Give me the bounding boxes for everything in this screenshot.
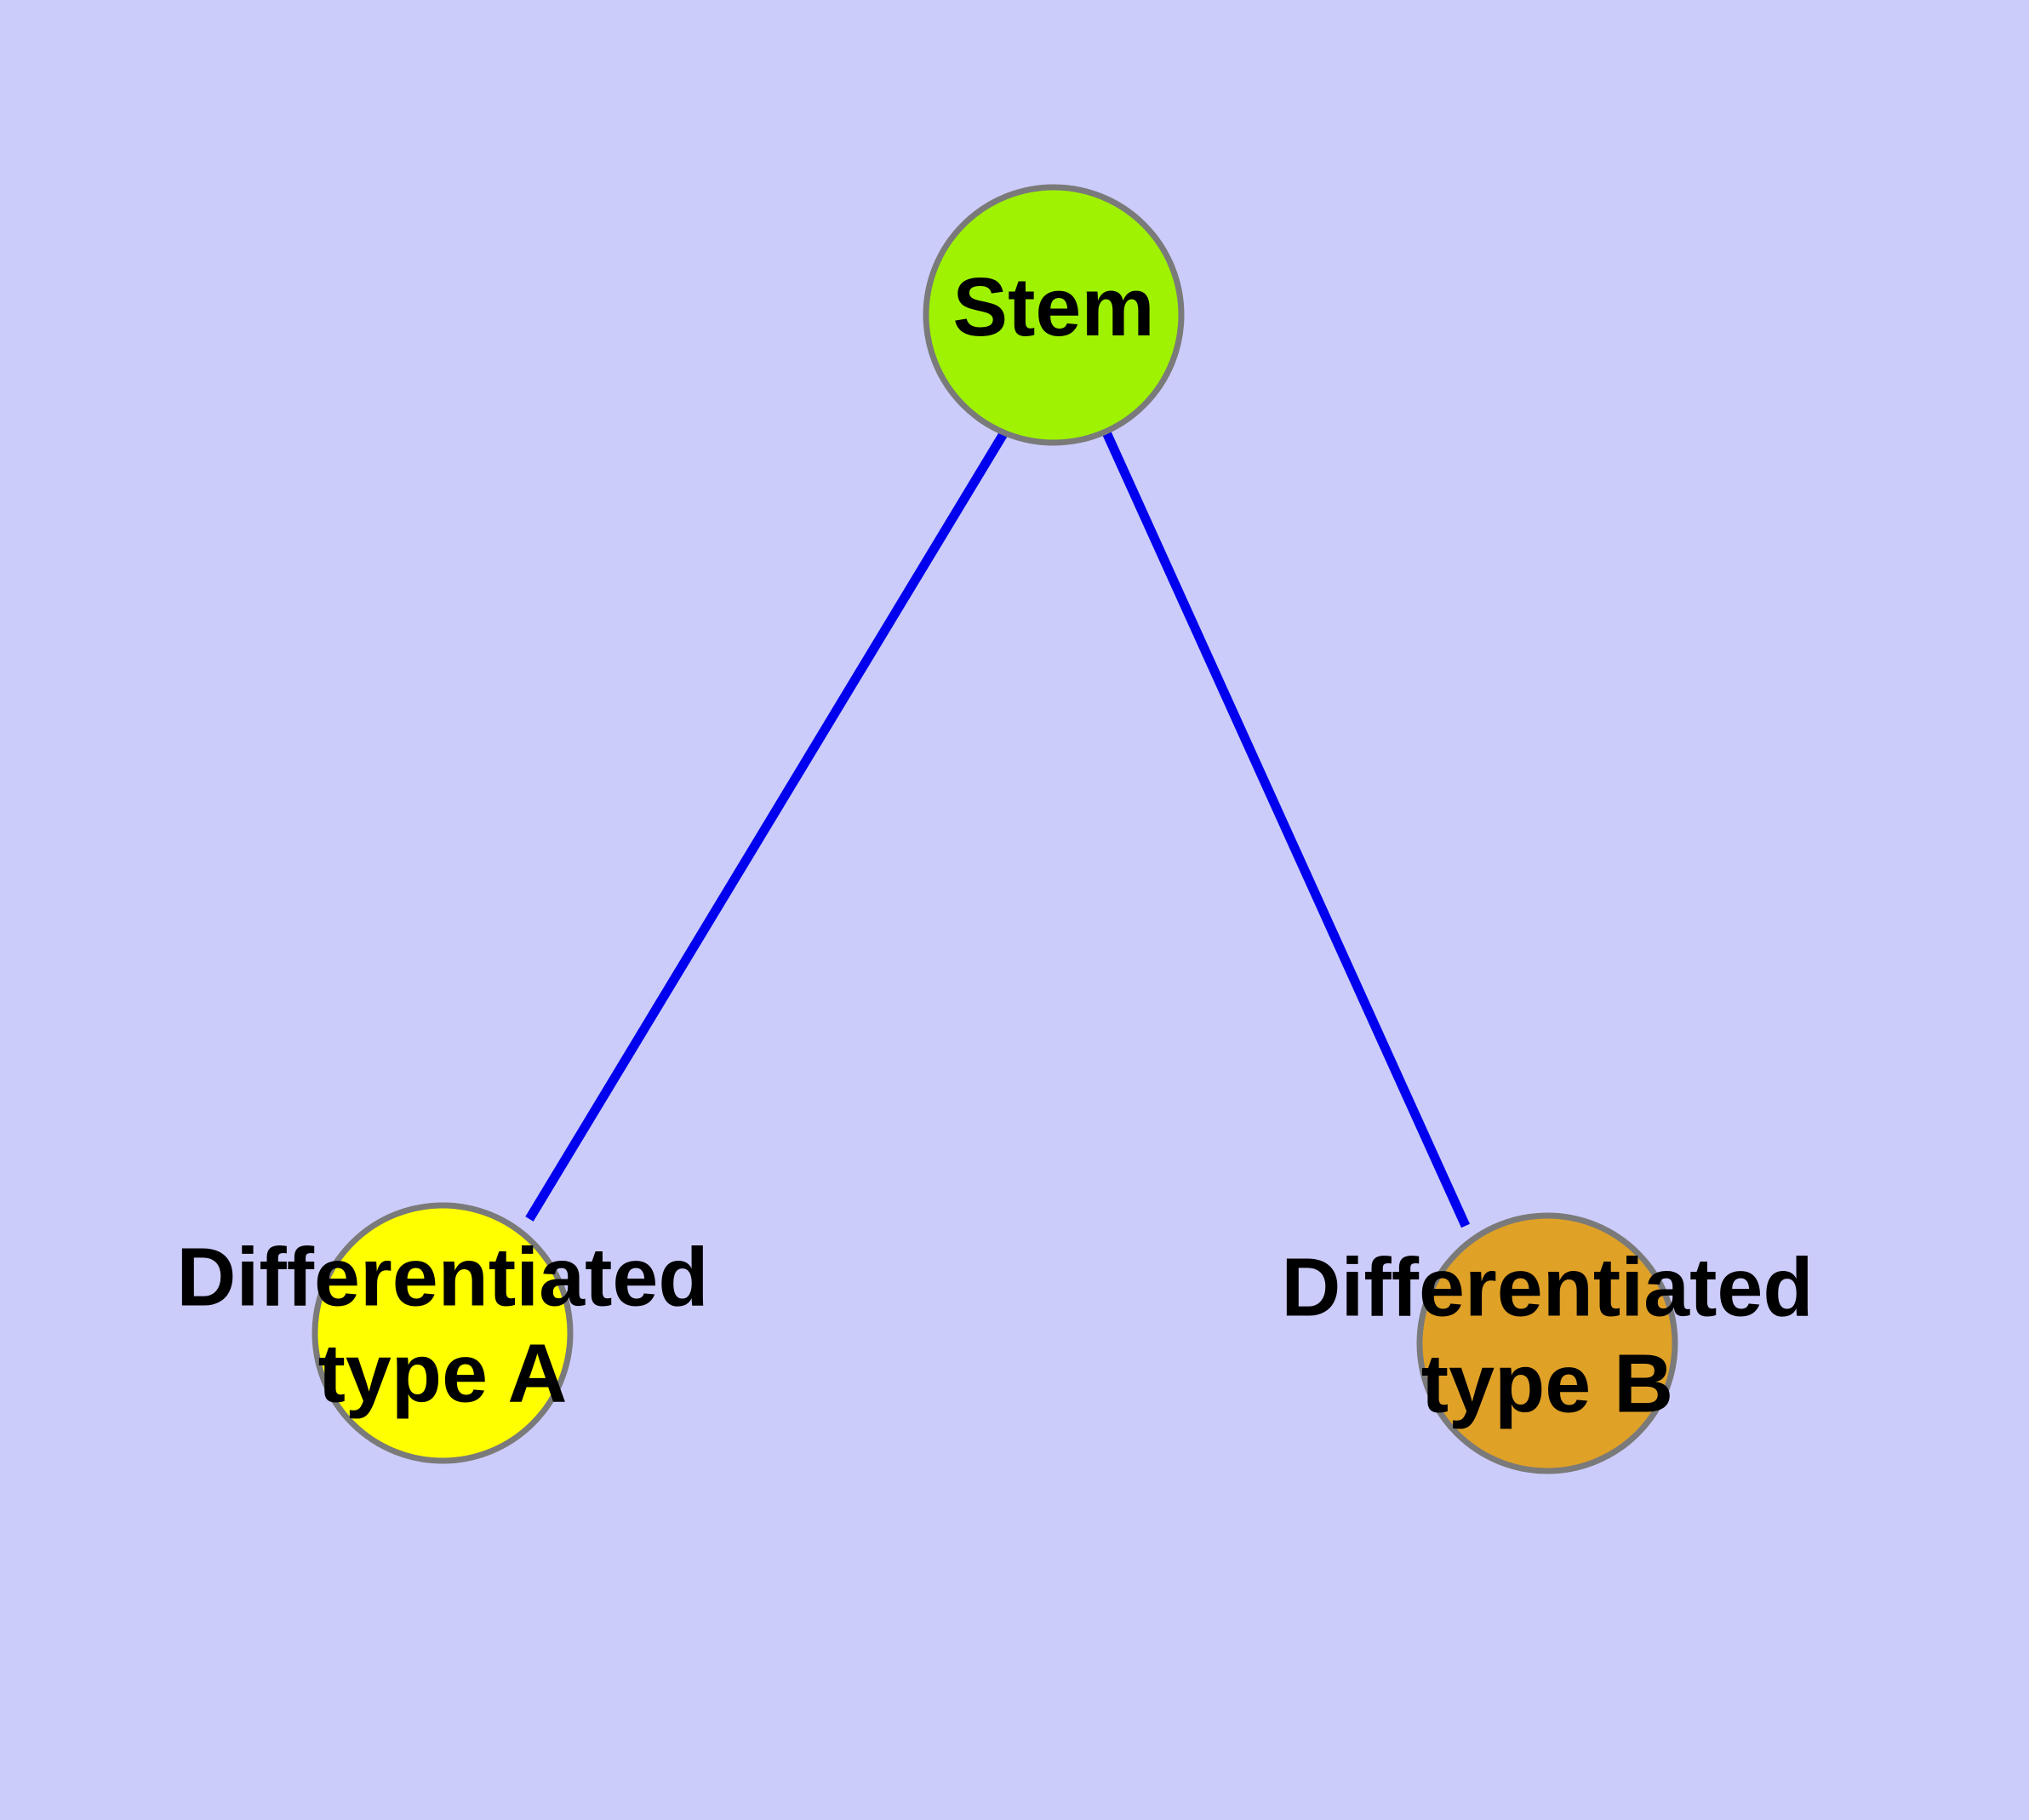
edge-stem-to-differentiated-type-a[interactable] <box>525 430 1009 1222</box>
edge-layer <box>525 430 1471 1228</box>
node-stem-circle[interactable] <box>923 184 1185 446</box>
node-stem[interactable]: Stem <box>923 184 1185 446</box>
node-differentiated-type-a-circle[interactable] <box>311 1202 574 1464</box>
node-stem-label: Stem <box>952 260 1154 353</box>
node-differentiated-type-b-circle[interactable] <box>1416 1212 1678 1474</box>
edge-stem-to-differentiated-type-b[interactable] <box>1101 430 1471 1228</box>
